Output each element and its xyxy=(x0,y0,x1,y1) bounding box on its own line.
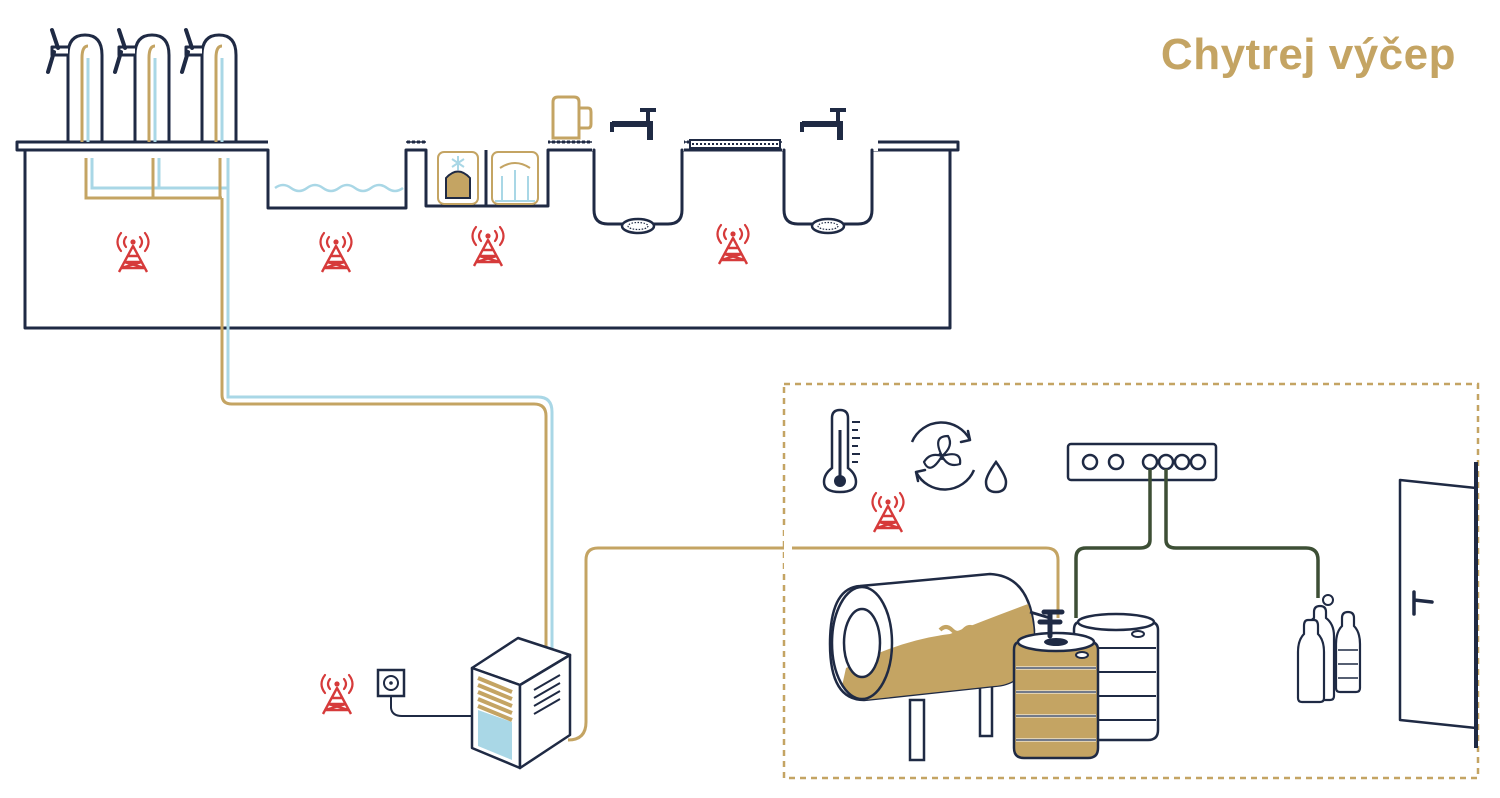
beer-tap-icon[interactable] xyxy=(113,28,171,144)
hand-sink-2 xyxy=(782,108,874,235)
thermometer-icon xyxy=(822,408,860,494)
drain-icon xyxy=(810,217,846,235)
beer-taps xyxy=(46,28,238,144)
wireless-sensor-icon xyxy=(716,223,750,266)
co2-cylinder-icon xyxy=(1296,594,1362,704)
faucet-icon xyxy=(800,108,846,140)
drip-tray xyxy=(689,139,781,149)
keg-icon xyxy=(1012,609,1100,760)
glass-washer-icon[interactable] xyxy=(491,151,539,205)
glass-cooler-icon[interactable] xyxy=(437,151,479,205)
beer-and-water-lines xyxy=(220,188,554,660)
beer-tank-icon xyxy=(828,572,1036,762)
door-icon xyxy=(1398,462,1478,748)
beer-mug-icon xyxy=(551,95,593,140)
power-socket-icon xyxy=(376,668,406,698)
gas-manifold-icon xyxy=(1066,442,1218,482)
wireless-sensor-icon xyxy=(320,673,354,716)
wireless-sensor-icon xyxy=(116,231,150,274)
ventilation-fan-icon xyxy=(910,421,976,491)
power-cable xyxy=(390,696,474,717)
co2-lines xyxy=(1074,469,1320,618)
hand-sink-1 xyxy=(592,108,684,235)
sink-icon xyxy=(266,148,408,210)
wireless-sensor-icon xyxy=(871,491,905,534)
tap-lines-under-counter xyxy=(84,158,230,200)
page-title: Chytrej výčep xyxy=(1160,30,1456,79)
beer-line-to-tank xyxy=(567,546,1060,742)
beer-tap-icon[interactable] xyxy=(46,28,104,144)
drain-icon xyxy=(620,217,656,235)
glass-station xyxy=(424,148,550,208)
wireless-sensor-icon xyxy=(319,231,353,274)
water-drop-icon xyxy=(984,459,1008,494)
bar-counter xyxy=(15,139,960,330)
wireless-sensor-icon xyxy=(471,225,505,268)
faucet-icon xyxy=(610,108,656,140)
beer-cooler-unit-icon xyxy=(470,636,572,770)
beer-tap-icon[interactable] xyxy=(180,28,238,144)
